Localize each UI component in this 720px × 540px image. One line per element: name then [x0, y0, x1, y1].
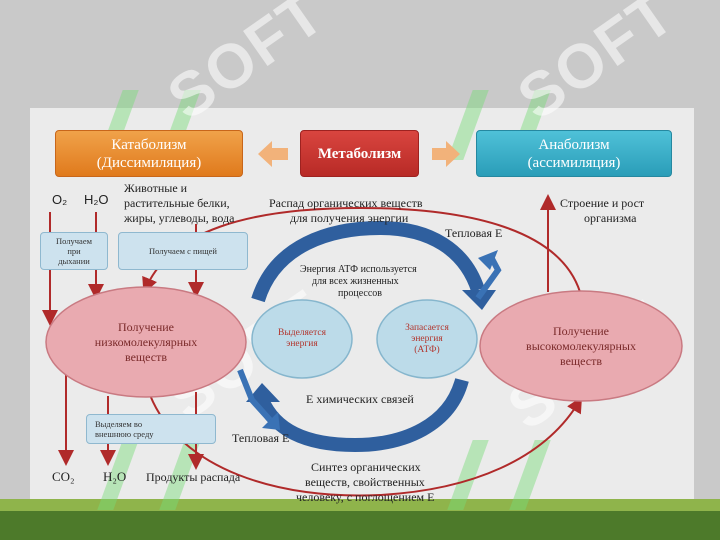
- high-mol-label: Получение высокомолекулярных веществ: [490, 316, 672, 376]
- breakdown-text-2: для получения энергии: [290, 211, 409, 225]
- stored-label: Запасается энергия (АТФ): [385, 316, 469, 362]
- food-text-1: Животные и: [124, 181, 188, 195]
- atp-text-1: Энергия АТФ используется: [300, 264, 417, 275]
- catabolism-title: Катаболизм: [111, 136, 187, 153]
- metabolism-title: Метаболизм: [317, 145, 402, 162]
- metabolism-box: Метаболизм: [300, 130, 419, 177]
- structure-text-2: организма: [584, 211, 637, 225]
- heat-arrow-top-head: [478, 250, 498, 270]
- arrow-to-anabolism: [432, 141, 460, 167]
- atp-text-3: процессов: [338, 288, 382, 299]
- footer-stripe-light: [0, 499, 720, 511]
- heat-label-top: Тепловая Е: [445, 226, 503, 240]
- food-text-2: растительные белки,: [124, 196, 230, 210]
- cycle-arrow-bottom-head: [246, 383, 280, 402]
- stored-line: энергия: [411, 333, 443, 344]
- circle-low-mol: [45, 286, 247, 398]
- stored-line: Запасается: [405, 322, 449, 333]
- stored-line: (АТФ): [414, 344, 440, 355]
- circle-high-mol: [479, 290, 683, 402]
- catabolism-subtitle: (Диссимиляция): [96, 154, 202, 171]
- low-mol-line: Получение: [117, 319, 174, 334]
- cycle-arrow-bottom: [255, 377, 469, 453]
- input-h2o: H₂O: [84, 192, 109, 207]
- anabolism-title: Анаболизм: [538, 136, 610, 153]
- footer-stripe-dark: [0, 511, 720, 540]
- excrete-line: Выделяем во: [95, 419, 143, 429]
- excrete-line: внешнюю среду: [95, 429, 154, 439]
- low-mol-label: Получение низкомолекулярных веществ: [56, 312, 236, 372]
- synthesis-text-3: человеку, с поглощением Е: [296, 490, 435, 504]
- breathing-line: Получаем: [56, 236, 92, 246]
- circle-stored: [376, 299, 478, 379]
- output-h2o: H₂O: [103, 469, 127, 484]
- structure-text-1: Строение и рост: [560, 196, 645, 210]
- high-mol-line: Получение: [552, 323, 609, 338]
- heat-arrow-bottom: [237, 368, 273, 423]
- synthesis-text-2: веществ, свойственных: [305, 475, 425, 489]
- excrete-box: Выделяем во внешнюю среду: [86, 414, 216, 444]
- chem-bonds-label: Е химических связей: [306, 392, 414, 406]
- arrow-to-catabolism: [258, 141, 288, 167]
- output-co2: CO₂: [52, 469, 75, 484]
- circle-released: [251, 299, 353, 379]
- low-mol-line: низкомолекулярных: [94, 334, 198, 349]
- released-line: Выделяется: [278, 328, 326, 338]
- low-mol-line: веществ: [124, 349, 167, 364]
- anabolism-box: Анаболизм (ассимиляция): [476, 130, 672, 177]
- heat-arrow-bottom-head: [262, 412, 280, 430]
- high-mol-line: высокомолекулярных: [526, 338, 636, 353]
- catabolism-box: Катаболизм (Диссимиляция): [55, 130, 243, 177]
- food-text-3: жиры, углеводы, вода: [124, 211, 235, 225]
- atp-text-2: для всех жизненных: [312, 276, 399, 287]
- breathing-box: Получаем при дыхании: [40, 232, 108, 270]
- food-box-label: Получаем с пищей: [149, 246, 217, 256]
- heat-label-bottom: Тепловая Е: [232, 431, 290, 445]
- arrow-synthesis-loop: [149, 394, 583, 497]
- breathing-line: дыхании: [58, 256, 90, 266]
- breathing-line: при: [67, 246, 81, 256]
- released-label: Выделяется энергия: [260, 320, 344, 358]
- cycle-arrow-top: [251, 220, 485, 303]
- cycle-arrow-top-head: [462, 290, 496, 310]
- released-line: энергия: [286, 339, 318, 349]
- food-box: Получаем с пищей: [118, 232, 248, 270]
- high-mol-line: веществ: [559, 353, 602, 368]
- synthesis-text-1: Синтез органических: [311, 460, 421, 474]
- input-o2: O₂: [52, 192, 68, 207]
- output-products: Продукты распада: [146, 470, 241, 484]
- breakdown-text-1: Распад органических веществ: [269, 196, 423, 210]
- anabolism-subtitle: (ассимиляция): [527, 154, 621, 171]
